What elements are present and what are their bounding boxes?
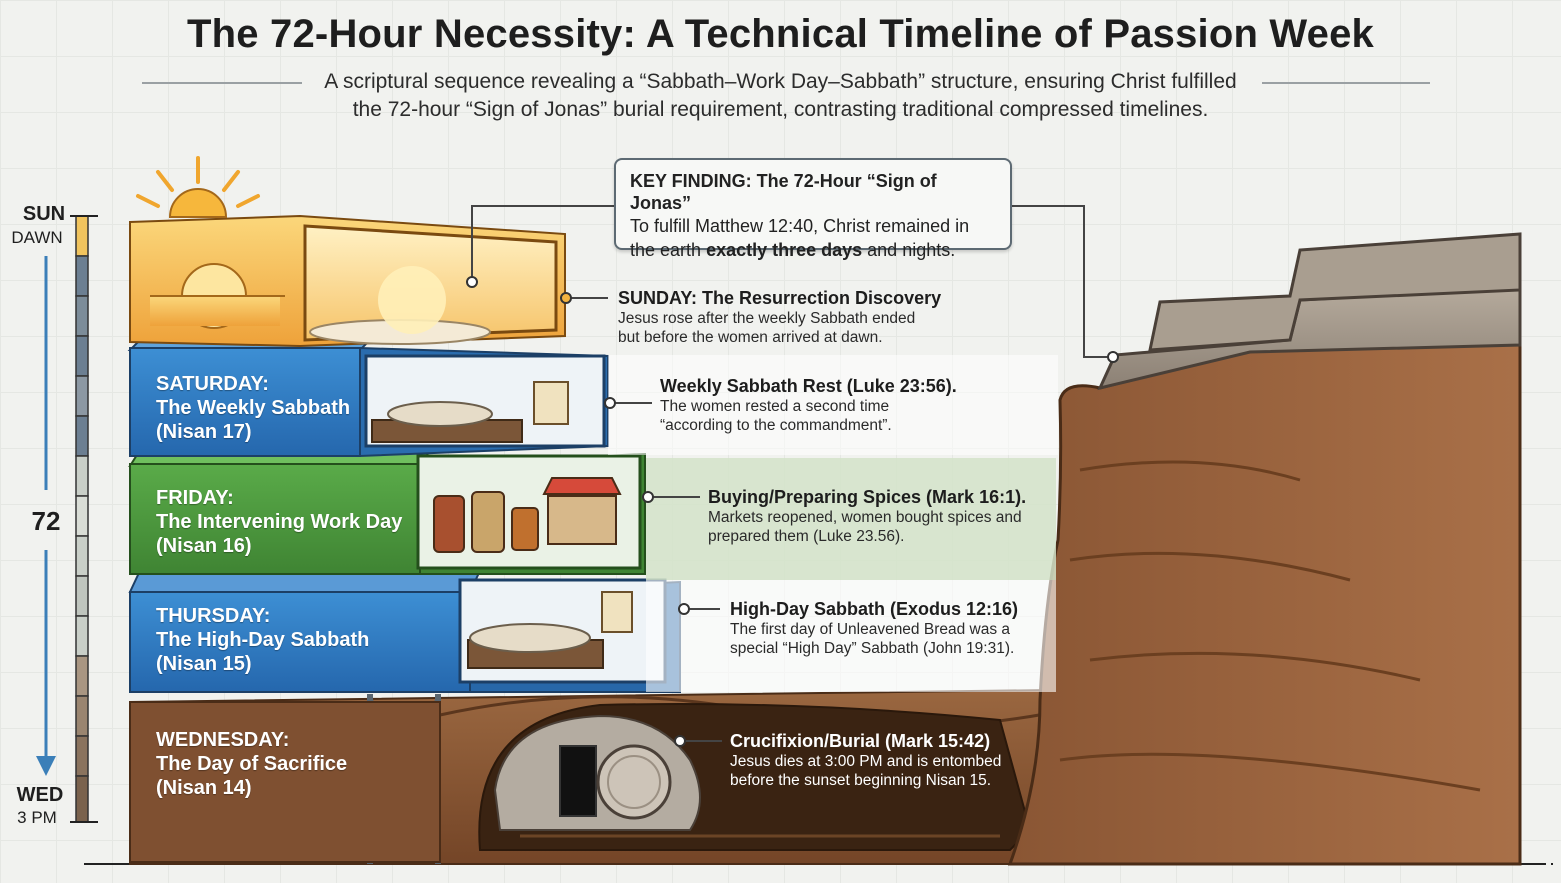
thursday-label-day: THURSDAY:	[156, 605, 271, 627]
annotation-sunday-heading: SUNDAY: The Resurrection Discovery	[618, 288, 942, 308]
page-title: The 72-Hour Necessity: A Technical Timel…	[187, 12, 1374, 56]
saturday-block	[127, 339, 609, 458]
axis-bottom-day: WED	[16, 784, 64, 806]
key-finding-line-2: the earth exactly three days and nights.	[630, 238, 996, 262]
friday-label-title: The Intervening Work Day	[156, 511, 403, 533]
axis-bottom-time: 3 PM	[17, 808, 57, 827]
key-finding-line-1: To fulfill Matthew 12:40, Christ remaine…	[630, 216, 970, 236]
subtitle-line-1: A scriptural sequence revealing a “Sabba…	[324, 70, 1237, 93]
subtitle-rule-left	[142, 82, 302, 84]
key-finding-heading: KEY FINDING: The 72-Hour “Sign of Jonas”	[630, 171, 937, 213]
annotation-friday: Buying/Preparing Spices (Mark 16:1). Mar…	[708, 486, 1026, 546]
tomb-entrance	[559, 745, 597, 817]
saturday-label-day: SATURDAY:	[156, 373, 269, 395]
annotation-wednesday-line-1: Jesus dies at 3:00 PM and is entombed	[730, 753, 1002, 770]
wednesday-label-title: The Day of Sacrifice	[156, 753, 348, 775]
annotation-friday-line-2: prepared them (Luke 23.56).	[708, 528, 905, 545]
key-finding-box: KEY FINDING: The 72-Hour “Sign of Jonas”…	[614, 158, 1012, 260]
wednesday-block	[129, 701, 441, 863]
friday-label-date: (Nisan 16)	[156, 535, 252, 557]
subtitle-rule-right	[1262, 82, 1430, 84]
thursday-annotation-band	[646, 580, 1056, 692]
saturday-annotation-band	[608, 355, 1058, 455]
annotation-thursday-line-1: The first day of Unleavened Bread was a	[730, 621, 1011, 638]
annotation-thursday: High-Day Sabbath (Exodus 12:16) The firs…	[730, 598, 1018, 658]
sunday-block	[129, 214, 566, 348]
axis-top-day: SUN	[22, 203, 66, 225]
friday-label: FRIDAY: The Intervening Work Day (Nisan …	[156, 486, 402, 558]
thursday-label-date: (Nisan 15)	[156, 653, 252, 675]
axis-duration-label: 72	[31, 506, 61, 536]
annotation-sunday: SUNDAY: The Resurrection Discovery Jesus…	[618, 287, 941, 347]
annotation-thursday-line-2: special “High Day” Sabbath (John 19:31).	[730, 640, 1015, 657]
wednesday-label: WEDNESDAY: The Day of Sacrifice (Nisan 1…	[156, 728, 347, 800]
axis-top-time: DAWN	[11, 228, 63, 247]
time-axis	[36, 215, 98, 823]
saturday-label-date: (Nisan 17)	[156, 421, 252, 443]
friday-annotation-band	[646, 458, 1056, 580]
annotation-saturday-heading: Weekly Sabbath Rest (Luke 23:56).	[660, 376, 957, 396]
annotation-wednesday-heading: Crucifixion/Burial (Mark 15:42)	[730, 731, 991, 751]
thursday-label: THURSDAY: The High-Day Sabbath (Nisan 15…	[156, 604, 369, 676]
annotation-wednesday: Crucifixion/Burial (Mark 15:42) Jesus di…	[730, 730, 1001, 790]
annotation-wednesday-line-2: before the sunset beginning Nisan 15.	[730, 772, 992, 789]
annotation-saturday: Weekly Sabbath Rest (Luke 23:56). The wo…	[660, 375, 957, 435]
rising-sun-icon	[136, 156, 260, 218]
annotation-friday-line-1: Markets reopened, women bought spices an…	[708, 509, 1022, 526]
annotation-saturday-line-1: The women rested a second time	[660, 398, 890, 415]
wednesday-label-day: WEDNESDAY:	[156, 729, 290, 751]
key-finding-line-2-pre: the earth	[630, 240, 707, 260]
friday-label-day: FRIDAY:	[156, 487, 234, 509]
annotation-thursday-heading: High-Day Sabbath (Exodus 12:16)	[730, 599, 1019, 619]
wednesday-label-date: (Nisan 14)	[156, 777, 252, 799]
saturday-label: SATURDAY: The Weekly Sabbath (Nisan 17)	[156, 372, 350, 444]
annotation-friday-heading: Buying/Preparing Spices (Mark 16:1).	[708, 487, 1027, 507]
rock-cliff	[1007, 232, 1522, 866]
key-finding-emphasis: exactly three days	[706, 240, 863, 260]
subtitle-line-2: the 72-hour “Sign of Jonas” burial requi…	[352, 98, 1209, 121]
saturday-label-title: The Weekly Sabbath	[156, 397, 351, 419]
leader-dots	[466, 276, 1119, 747]
thursday-label-title: The High-Day Sabbath	[156, 629, 370, 651]
key-finding-line-2-post: and nights.	[862, 240, 956, 260]
annotation-saturday-line-2: “according to the commandment”.	[660, 417, 892, 434]
annotation-sunday-line-1: Jesus rose after the weekly Sabbath ende…	[618, 310, 916, 327]
page-subtitle: A scriptural sequence revealing a “Sabba…	[300, 68, 1261, 124]
annotation-sunday-line-2: but before the women arrived at dawn.	[618, 329, 883, 346]
